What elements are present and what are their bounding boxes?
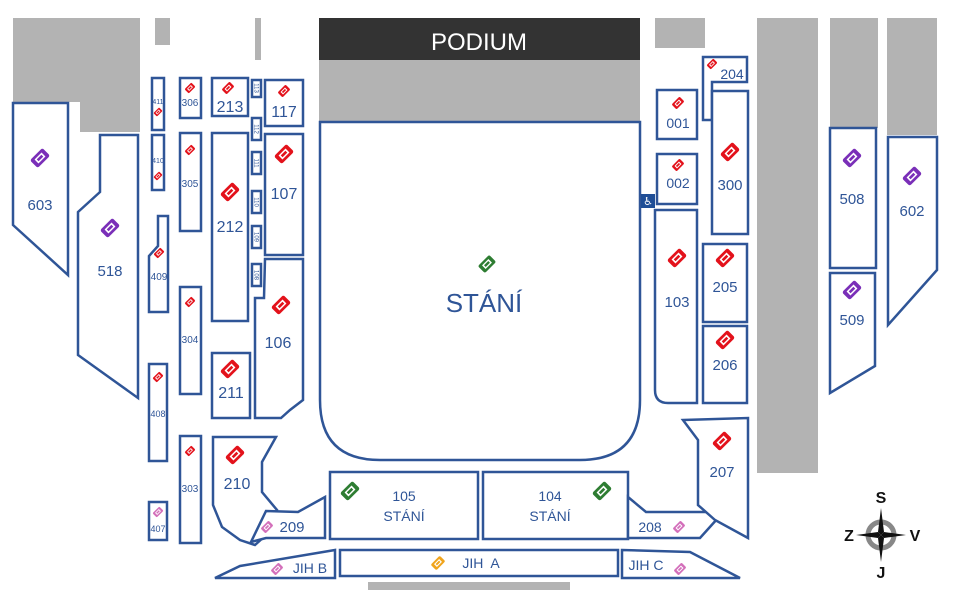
stage-label: PODIUM bbox=[431, 29, 527, 56]
section-303[interactable]: 303 bbox=[178, 434, 203, 545]
section-001[interactable]: 001 bbox=[655, 88, 699, 141]
compass-north-label: S bbox=[876, 490, 887, 507]
section-label: 208 bbox=[638, 519, 662, 535]
section-label: 300 bbox=[717, 177, 742, 194]
section-213[interactable]: 213 bbox=[210, 76, 250, 118]
stage: PODIUM bbox=[319, 18, 640, 122]
section-304[interactable]: 304 bbox=[178, 285, 203, 396]
wheelchair-icon: ♿ bbox=[641, 194, 655, 208]
section-002[interactable]: 002 bbox=[655, 152, 699, 206]
section-108[interactable]: 108 bbox=[250, 262, 263, 288]
section-label: 104 bbox=[538, 488, 562, 504]
section-117[interactable]: 117 bbox=[263, 78, 305, 128]
section-label: 508 bbox=[839, 191, 864, 208]
section-label: 113 bbox=[253, 83, 259, 93]
section-label: 408 bbox=[150, 409, 165, 419]
section-label: 509 bbox=[839, 312, 864, 329]
section-label: 305 bbox=[182, 179, 199, 190]
section-211[interactable]: 211 bbox=[210, 351, 252, 420]
compass-south-label: J bbox=[877, 565, 886, 582]
section-label: JIH A bbox=[462, 555, 500, 571]
section-107[interactable]: 107 bbox=[263, 132, 305, 257]
section-jih-c[interactable]: JIH C bbox=[620, 548, 741, 580]
compass-east-label: V bbox=[910, 528, 921, 545]
section-111[interactable]: 111 bbox=[250, 150, 263, 176]
section-112[interactable]: 112 bbox=[250, 116, 263, 142]
section-label: 410 bbox=[152, 158, 164, 165]
section-212[interactable]: 212 bbox=[210, 131, 250, 323]
section-label: 111 bbox=[253, 158, 259, 168]
compass-rose-icon: S J Z V bbox=[844, 490, 921, 582]
section-label: 109 bbox=[253, 232, 259, 243]
section-label: 207 bbox=[709, 464, 734, 481]
section-label: 107 bbox=[271, 186, 298, 203]
section-label: 001 bbox=[666, 115, 690, 131]
section-label: 211 bbox=[218, 385, 244, 402]
section-409[interactable]: 409 bbox=[147, 214, 170, 314]
compass-west-label: Z bbox=[844, 528, 854, 545]
section-label: 213 bbox=[217, 99, 244, 116]
section-104[interactable]: 104 STÁNÍ bbox=[481, 470, 630, 541]
section-jih-b[interactable]: JIH B bbox=[214, 548, 337, 580]
section-305[interactable]: 305 bbox=[178, 131, 203, 233]
section-205[interactable]: 205 bbox=[701, 242, 749, 324]
section-207[interactable]: 207 bbox=[680, 416, 750, 541]
section-label: 303 bbox=[182, 484, 199, 495]
section-208[interactable]: 208 bbox=[626, 494, 720, 540]
section-label: 210 bbox=[224, 476, 251, 493]
section-label: 106 bbox=[265, 335, 292, 352]
section-label: JIH B bbox=[293, 560, 327, 576]
section-label: 407 bbox=[150, 524, 165, 534]
section-209[interactable]: 209 bbox=[248, 494, 327, 544]
section-label: 206 bbox=[712, 357, 737, 374]
section-label: 212 bbox=[217, 219, 244, 236]
section-label: 304 bbox=[182, 335, 199, 346]
section-105[interactable]: 105 STÁNÍ bbox=[328, 470, 480, 541]
section-label: 411 bbox=[152, 99, 163, 106]
section-306[interactable]: 306 bbox=[178, 76, 203, 120]
section-label: 205 bbox=[712, 279, 737, 296]
section-518[interactable]: 518 bbox=[76, 133, 140, 401]
section-408[interactable]: 408 bbox=[147, 362, 169, 463]
section-210[interactable]: 210 bbox=[211, 435, 279, 547]
section-label: 518 bbox=[97, 263, 122, 280]
section-113[interactable]: 113 bbox=[250, 78, 263, 99]
section-109[interactable]: 109 bbox=[250, 224, 263, 250]
section-label: 209 bbox=[279, 519, 304, 536]
section-103[interactable]: 103 bbox=[653, 208, 699, 405]
section-label: 409 bbox=[151, 272, 168, 283]
section-106[interactable]: 106 bbox=[253, 257, 305, 420]
section-603[interactable]: 603 bbox=[11, 101, 70, 278]
section-sublabel: STÁNÍ bbox=[383, 508, 424, 524]
section-206[interactable]: 206 bbox=[701, 324, 749, 405]
section-204[interactable]: 204 bbox=[701, 55, 749, 122]
section-sublabel: STÁNÍ bbox=[529, 508, 570, 524]
section-509[interactable]: 509 bbox=[828, 271, 877, 396]
section-411[interactable]: 411 bbox=[150, 76, 166, 132]
section-label: 112 bbox=[253, 124, 259, 134]
section-label: 002 bbox=[666, 175, 690, 191]
section-jih-a[interactable]: JIH A bbox=[338, 548, 620, 578]
section-407[interactable]: 407 bbox=[147, 500, 169, 542]
section-label: 602 bbox=[899, 203, 924, 220]
background-blocks bbox=[13, 18, 937, 590]
section-602[interactable]: 602 bbox=[886, 135, 939, 329]
section-label: 603 bbox=[27, 197, 52, 214]
section-label: JIH C bbox=[629, 557, 664, 573]
section-label: STÁNÍ bbox=[446, 288, 523, 318]
section-standing-floor[interactable]: STÁNÍ bbox=[318, 120, 642, 462]
section-110[interactable]: 110 bbox=[250, 189, 263, 215]
section-label: 306 bbox=[182, 98, 199, 109]
section-300[interactable]: 300 bbox=[710, 89, 750, 236]
section-label: 108 bbox=[253, 270, 259, 281]
section-508[interactable]: 508 bbox=[828, 126, 878, 270]
svg-text:♿: ♿ bbox=[643, 195, 653, 208]
section-label: 105 bbox=[392, 488, 416, 504]
section-410[interactable]: 410 bbox=[150, 133, 166, 192]
section-label: 103 bbox=[664, 294, 689, 311]
section-label: 117 bbox=[271, 104, 297, 121]
section-label: 110 bbox=[253, 197, 259, 207]
section-label: 204 bbox=[720, 66, 744, 82]
